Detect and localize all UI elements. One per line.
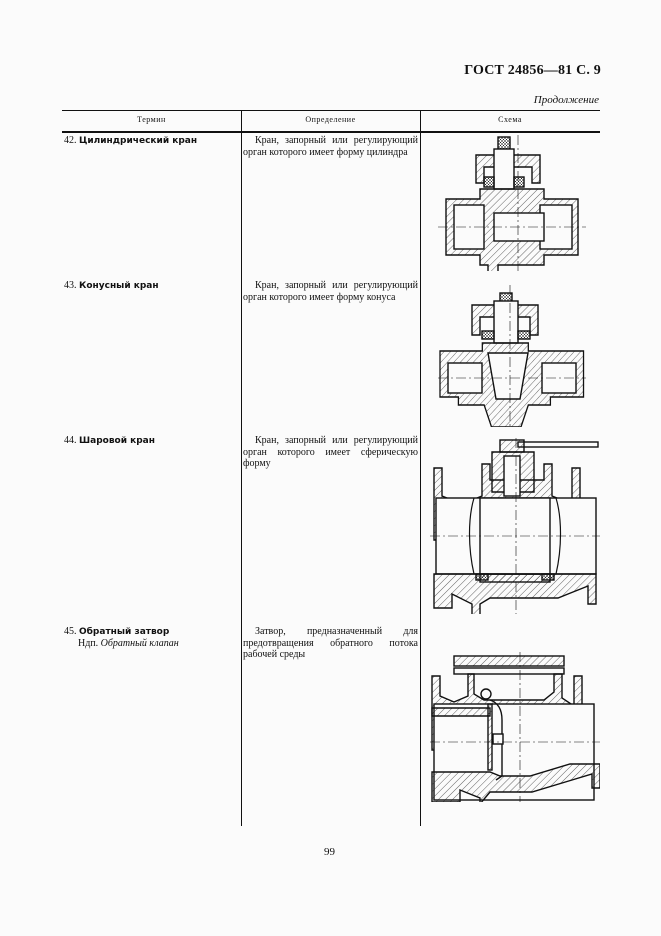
deprecated-prefix: Ндп. [78,638,99,649]
term-number: 44. [64,435,77,446]
term-cell: 44. Шаровой кран [64,435,155,447]
definition-cell: Кран, запорный или регулирующий орган ко… [243,280,418,303]
term-number: 45. [64,626,77,637]
conical-valve-drawing-icon [436,285,586,427]
page-header-title: ГОСТ 24856—81 С. 9 [464,63,601,78]
cylindrical-valve-drawing-icon [436,135,586,271]
term-number: 43. [64,280,77,291]
term-name: Обратный затвор [79,627,170,637]
continuation-label: Продолжение [533,94,599,106]
column-header-term: Термин [137,115,166,124]
term-cell: 43. Конусный кран [64,280,159,292]
definition-cell: Затвор, предназначенный для предотвращен… [243,626,418,660]
term-name: Шаровой кран [79,436,155,446]
column-header-definition: Определение [305,115,356,124]
term-number: 42. [64,135,77,146]
term-cell: 42. Цилиндрический кран [64,135,197,147]
term-name: Цилиндрический кран [79,136,198,146]
ball-valve-drawing-icon [430,438,600,614]
page-number: 99 [324,846,335,858]
table-top-border [62,110,600,111]
term-cell: 45. Обратный затвор Ндп. Обратный клапан [64,626,179,650]
check-valve-drawing-icon [430,652,600,802]
definition-cell: Кран, запорный или регулирующий орган ко… [243,135,418,158]
table-divider-right [420,110,421,826]
term-name: Конусный кран [79,281,159,291]
deprecated-term-name: Обратный клапан [100,638,179,649]
table-header-border [62,131,600,133]
table-divider-left [241,110,242,826]
definition-cell: Кран, запорный или регулирующий орган ко… [243,435,418,469]
deprecated-term: Ндп. Обратный клапан [64,638,179,650]
column-header-scheme: Схема [498,115,522,124]
